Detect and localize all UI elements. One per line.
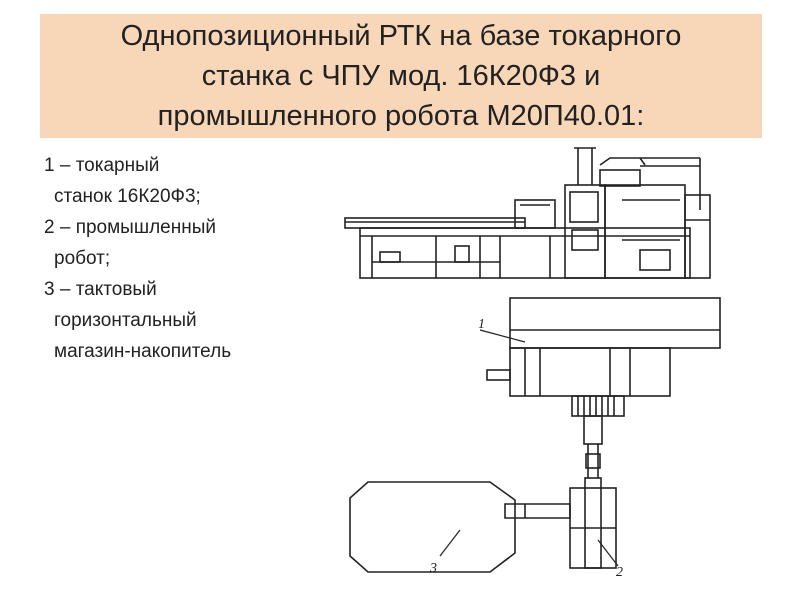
plan-transfer-arm: [504, 503, 571, 519]
front-cnc-panel: [639, 249, 671, 271]
front-base-box-2: [454, 245, 470, 263]
legend-item-magazine-line-2: горизонтальный: [54, 310, 197, 331]
plan-shaft-joint: [585, 453, 601, 469]
front-cnc-cabinet: [604, 184, 686, 279]
title-line-1: Однопозиционный РТК на базе токарного: [120, 20, 682, 52]
legend-item-lathe-line-2: станок 16К20Ф3;: [54, 186, 201, 207]
plan-lathe-carriage: [509, 347, 671, 397]
title-line-2: станка с ЧПУ мод. 16К20Ф3 и: [201, 60, 601, 92]
front-cnc-top-block: [599, 169, 641, 187]
legend-item-lathe-line-1: 1 – токарный: [44, 155, 160, 176]
front-elevation-view: [344, 147, 711, 279]
callout-labels: 1 2 3: [429, 317, 623, 580]
plan-robot-column: [584, 477, 602, 569]
front-base-frame: [359, 227, 691, 279]
front-cnc-pipe: [599, 157, 646, 166]
front-side-cabinet: [684, 194, 711, 279]
legend-item-magazine-line-1: 3 – тактовый: [44, 279, 157, 300]
legend-list: 1 – токарный станок 16К20Ф3; 2 – промышл…: [44, 150, 324, 367]
front-robot-gripper: [571, 229, 599, 251]
plan-magazine: [349, 481, 516, 573]
callout-leaders: [439, 329, 619, 567]
legend-item-magazine: 3 – тактовый горизонтальный магазин-нако…: [44, 274, 324, 367]
plan-lathe-bed: [509, 297, 721, 349]
legend-item-robot-line-1: 2 – промышленный: [44, 217, 216, 238]
leader-lathe: [479, 329, 526, 343]
front-robot-upright: [564, 184, 606, 279]
legend-item-magazine-line-3: магазин-накопитель: [54, 341, 232, 362]
plan-spindle-nose: [486, 369, 511, 381]
front-base-box-1: [379, 251, 401, 263]
leader-robot: [597, 539, 619, 567]
front-robot-head: [569, 191, 599, 223]
leader-magazine: [439, 529, 461, 557]
plan-shaft-upper: [583, 415, 603, 445]
plan-chuck: [571, 395, 625, 417]
front-bed-top: [344, 217, 526, 229]
callout-label-robot: 2: [616, 565, 623, 580]
plan-view: [349, 297, 721, 573]
legend-item-robot: 2 – промышленный робот;: [44, 212, 324, 274]
legend-item-lathe: 1 – токарный станок 16К20Ф3;: [44, 150, 324, 212]
legend-item-robot-line-2: робот;: [54, 248, 111, 269]
callout-label-magazine: 3: [429, 561, 437, 576]
title-banner: Однопозиционный РТК на базе токарного ст…: [40, 14, 762, 138]
title-line-3: промышленного робота М20П40.01:: [157, 100, 645, 132]
callout-label-lathe: 1: [478, 317, 485, 332]
